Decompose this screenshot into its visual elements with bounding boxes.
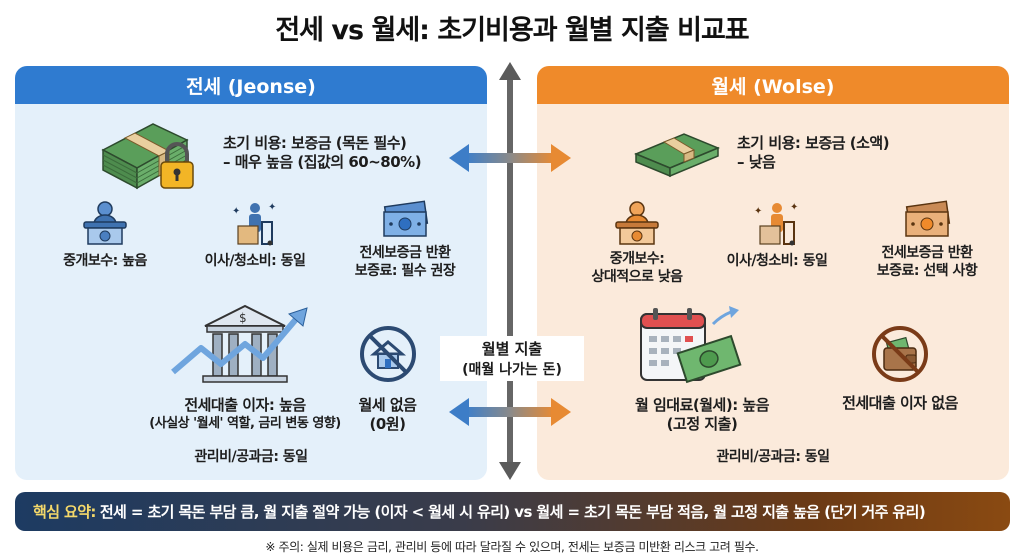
monthly-cost-compare-arrow-icon	[449, 398, 571, 426]
wolse-monthly-rent-line2: (고정 지출)	[666, 415, 738, 433]
jeonse-initial-cost-line2: – 매우 높음 (집값의 60~80%)	[223, 153, 422, 171]
cash-bill-icon	[330, 200, 480, 240]
wolse-item-guarantee: 전세보증금 반환 보증료: 선택 사항	[852, 200, 1002, 280]
jeonse-footer: 관리비/공과금: 동일	[15, 448, 487, 466]
jeonse-guarantee-label-line2: 보증료: 필수 권장	[354, 263, 456, 279]
jeonse-no-rent-line1: 월세 없음	[358, 396, 417, 414]
wolse-panel: 월세 (Wolse) 초기 비용: 보증금 (소액) – 낮음 중개보수:	[537, 66, 1009, 480]
cash-bill-icon	[852, 200, 1002, 240]
wolse-initial-cost-line1: 초기 비용: 보증금 (소액)	[737, 134, 890, 152]
wolse-item-moving: ✦✦ 이사/청소비: 동일	[712, 200, 842, 270]
jeonse-item-moving: ✦✦ 이사/청소비: 동일	[190, 200, 320, 270]
jeonse-item-guarantee: 전세보증금 반환 보증료: 필수 권장	[330, 200, 480, 280]
wolse-guarantee-label-line2: 보증료: 선택 사항	[876, 263, 978, 279]
jeonse-no-rent-line2: (0원)	[369, 415, 406, 433]
broker-desk-icon	[572, 200, 702, 246]
monthly-expense-label: 월별 지출 (매월 나가는 돈)	[440, 336, 584, 381]
jeonse-moving-cost-label: 이사/청소비: 동일	[204, 253, 306, 269]
money-stack-icon	[632, 130, 722, 180]
broker-desk-icon	[40, 200, 170, 246]
wolse-maintenance-label: 관리비/공과금: 동일	[716, 449, 830, 465]
jeonse-item-broker: 중개보수: 높음	[40, 200, 170, 270]
jeonse-panel: 전세 (Jeonse) 초기 비용: 보증금 (목돈 필수) – 매우 높음 (…	[15, 66, 487, 480]
bank-rising-chart-icon: $	[165, 304, 315, 394]
wolse-no-loan-interest: 전세대출 이자 없음	[820, 394, 980, 413]
jeonse-loan-interest-line1: 전세대출 이자: 높음	[184, 396, 306, 414]
mover-boxes-icon: ✦✦	[712, 200, 842, 246]
wolse-no-loan-interest-label: 전세대출 이자 없음	[842, 394, 958, 412]
calendar-money-icon	[637, 304, 747, 390]
wolse-broker-fee-line1: 중개보수:	[609, 251, 665, 267]
initial-cost-compare-arrow-icon	[449, 144, 571, 172]
no-house-icon	[358, 324, 418, 384]
no-wallet-icon	[870, 324, 930, 384]
wolse-footer: 관리비/공과금: 동일	[537, 448, 1009, 466]
page-title: 전세 vs 월세: 초기비용과 월별 지출 비교표	[275, 15, 749, 46]
summary-bar: 핵심 요약: 전세 = 초기 목돈 부담 큼, 월 지출 절약 가능 (이자 <…	[15, 492, 1010, 531]
svg-text:$: $	[239, 311, 247, 325]
arrow-down-icon	[499, 462, 521, 480]
wolse-initial-cost: 초기 비용: 보증금 (소액) – 낮음	[737, 134, 890, 172]
jeonse-initial-cost-line1: 초기 비용: 보증금 (목돈 필수)	[223, 134, 407, 152]
wolse-broker-fee-line2: 상대적으로 낮음	[591, 269, 683, 285]
monthly-expense-label-line1: 월별 지출	[481, 340, 543, 358]
wolse-initial-cost-line2: – 낮음	[737, 153, 776, 171]
wolse-monthly-rent: 월 임대료(월세): 높음 (고정 지출)	[607, 396, 797, 434]
jeonse-loan-interest: 전세대출 이자: 높음 (사실상 '월세' 역할, 금리 변동 영향)	[110, 396, 380, 433]
monthly-expense-label-line2: (매월 나가는 돈)	[462, 362, 562, 378]
timeline-axis	[507, 74, 513, 464]
jeonse-broker-fee-label: 중개보수: 높음	[63, 253, 147, 269]
wolse-guarantee-label-line1: 전세보증금 반환	[881, 245, 973, 261]
svg-text:✦: ✦	[754, 206, 762, 217]
jeonse-initial-cost: 초기 비용: 보증금 (목돈 필수) – 매우 높음 (집값의 60~80%)	[223, 134, 422, 172]
wolse-item-broker: 중개보수: 상대적으로 낮음	[572, 200, 702, 286]
summary-text: 전세 = 초기 목돈 부담 큼, 월 지출 절약 가능 (이자 < 월세 시 유…	[99, 503, 926, 521]
arrow-up-icon	[499, 62, 521, 80]
mover-boxes-icon: ✦✦	[190, 200, 320, 246]
jeonse-no-rent: 월세 없음 (0원)	[340, 396, 435, 434]
money-stack-lock-icon	[95, 110, 205, 192]
jeonse-guarantee-label-line1: 전세보증금 반환	[359, 245, 451, 261]
svg-text:✦: ✦	[268, 202, 276, 213]
wolse-header: 월세 (Wolse)	[537, 66, 1009, 104]
jeonse-maintenance-label: 관리비/공과금: 동일	[194, 449, 308, 465]
jeonse-loan-interest-line2: (사실상 '월세' 역할, 금리 변동 영향)	[149, 416, 341, 431]
summary-key: 핵심 요약:	[33, 503, 96, 521]
svg-text:✦: ✦	[790, 202, 798, 213]
svg-text:✦: ✦	[232, 206, 240, 217]
wolse-moving-cost-label: 이사/청소비: 동일	[726, 253, 828, 269]
wolse-monthly-rent-line1: 월 임대료(월세): 높음	[634, 396, 770, 414]
jeonse-header: 전세 (Jeonse)	[15, 66, 487, 104]
disclaimer-note: ※ 주의: 실제 비용은 금리, 관리비 등에 따라 달라질 수 있으며, 전세…	[265, 540, 759, 554]
